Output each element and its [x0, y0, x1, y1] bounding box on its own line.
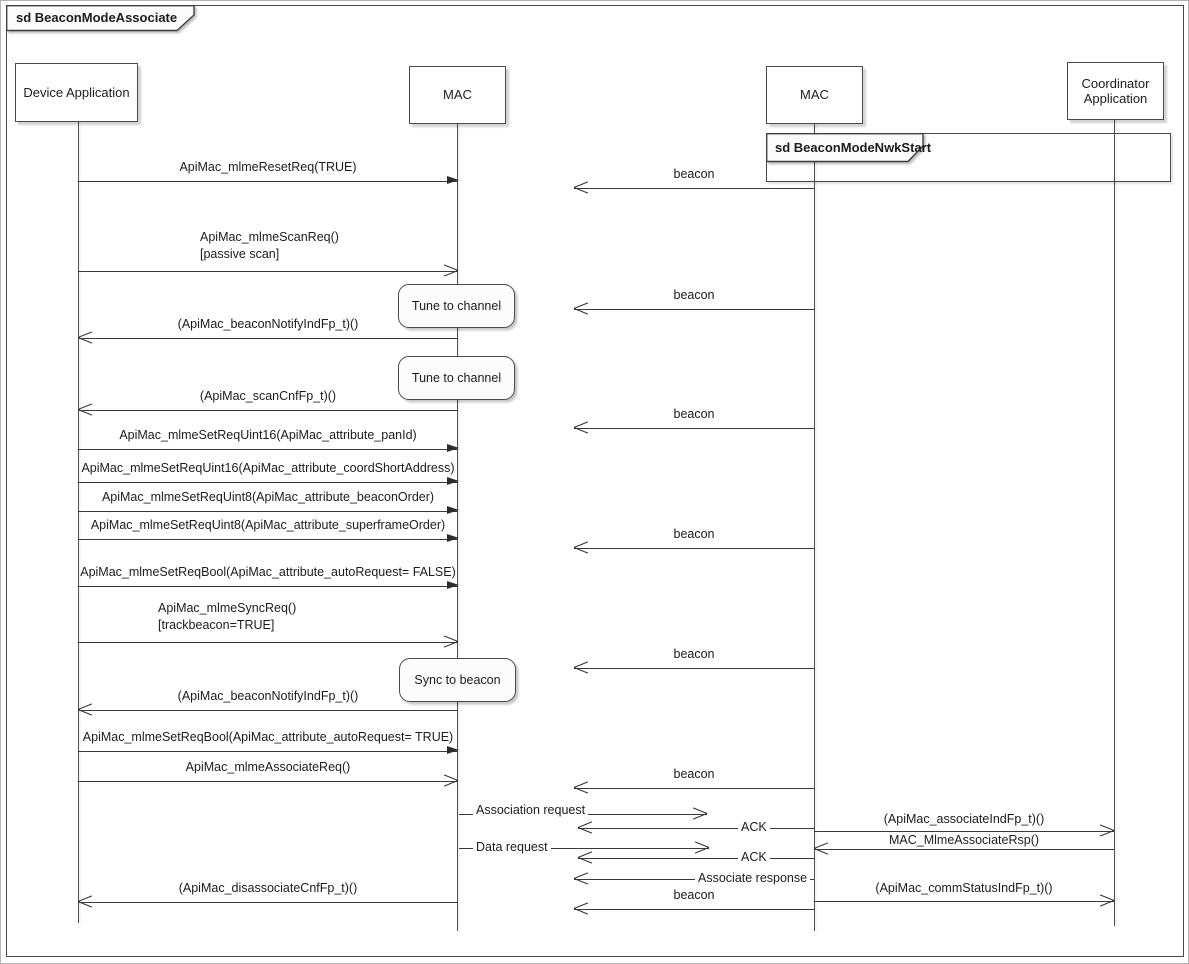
message-label: ApiMac_mlmeSetReqUint16(ApiMac_attribute… — [81, 461, 455, 475]
frame-title-tab — [6, 5, 195, 32]
lifeline-mac-device — [457, 124, 458, 931]
message-line — [78, 181, 458, 182]
message-guard: [trackbeacon=TRUE] — [158, 618, 275, 632]
diagram-title: sd BeaconModeAssociate — [16, 10, 178, 25]
lifeline-name: Coordinator Application — [1081, 76, 1150, 106]
arrowhead — [447, 581, 459, 589]
message-line — [574, 309, 814, 310]
diagram-frame — [6, 5, 1184, 957]
message-line — [574, 188, 814, 189]
message-label: beacon — [673, 888, 715, 902]
message-label: beacon — [673, 647, 715, 661]
message-label: (ApiMac_scanCnfFp_t)() — [199, 389, 337, 403]
message-line — [78, 511, 458, 512]
message-label: ApiMac_mlmeSyncReq() [trackbeacon=TRUE] — [158, 600, 296, 634]
message-line — [78, 710, 458, 711]
note-text: Tune to channel — [411, 371, 502, 385]
arrowhead — [447, 534, 459, 542]
lifeline-name: MAC — [443, 87, 472, 102]
message-line — [814, 831, 1114, 832]
arrowhead — [447, 477, 459, 485]
message-label: (ApiMac_associateIndFp_t)() — [883, 812, 1045, 826]
arrowhead — [447, 506, 459, 514]
message-line — [78, 271, 458, 272]
lifeline-head-mac-device: MAC — [409, 66, 506, 124]
message-line — [574, 879, 814, 880]
message-line — [78, 539, 458, 540]
note-tune-to-channel-2: Tune to channel — [398, 356, 515, 400]
lifeline-head-device-application: Device Application — [15, 63, 138, 122]
message-label: ApiMac_mlmeSetReqUint8(ApiMac_attribute_… — [90, 518, 446, 532]
message-label: ApiMac_mlmeSetReqUint8(ApiMac_attribute_… — [101, 490, 435, 504]
lifeline-name: MAC — [800, 87, 829, 102]
message-line — [78, 781, 458, 782]
message-label: beacon — [673, 767, 715, 781]
note-text: Tune to channel — [411, 299, 502, 313]
message-label: ApiMac_mlmeScanReq() [passive scan] — [200, 229, 339, 263]
message-label: (ApiMac_commStatusIndFp_t)() — [875, 881, 1053, 895]
message-line — [78, 449, 458, 450]
message-line — [574, 428, 814, 429]
message-label: ApiMac_mlmeAssociateReq() — [185, 760, 351, 774]
message-line — [459, 848, 709, 849]
message-label: ACK — [738, 820, 770, 835]
message-label: Associate response — [695, 871, 811, 886]
lifeline-name: Device Application — [23, 84, 130, 100]
message-label: beacon — [673, 167, 715, 181]
lifeline-head-coordinator-application: Coordinator Application — [1067, 62, 1164, 120]
lifeline-mac-coordinator — [814, 124, 815, 931]
message-label: Data request — [473, 840, 551, 855]
message-line — [78, 642, 458, 643]
message-line — [814, 849, 1114, 850]
message-line — [78, 482, 458, 483]
note-text: Sync to beacon — [414, 673, 501, 687]
nested-frame-title-tab — [766, 133, 924, 163]
message-line — [574, 909, 814, 910]
lifeline-head-mac-coordinator: MAC — [766, 66, 863, 124]
message-label: ApiMac_mlmeSetReqUint16(ApiMac_attribute… — [119, 428, 417, 442]
message-label: ACK — [738, 850, 770, 865]
message-label-line1: ApiMac_mlmeSyncReq() — [158, 601, 297, 615]
message-label: (ApiMac_beaconNotifyIndFp_t)() — [177, 317, 359, 331]
message-label-line1: ApiMac_mlmeScanReq() — [200, 230, 339, 244]
message-label: ApiMac_mlmeSetReqBool(ApiMac_attribute_a… — [80, 565, 456, 579]
message-label: ApiMac_mlmeSetReqBool(ApiMac_attribute_a… — [82, 730, 454, 744]
message-line — [574, 668, 814, 669]
message-line — [578, 858, 814, 859]
message-label: beacon — [673, 407, 715, 421]
message-line — [78, 902, 458, 903]
message-label: ApiMac_mlmeResetReq(TRUE) — [179, 160, 357, 174]
message-label: MAC_MlmeAssociateRsp() — [888, 833, 1040, 847]
lifeline-coordinator-application — [1114, 120, 1115, 926]
message-label: Association request — [473, 803, 589, 818]
message-line — [78, 410, 458, 411]
arrowhead — [447, 746, 459, 754]
message-line — [574, 548, 814, 549]
message-line — [78, 338, 458, 339]
message-line — [578, 828, 814, 829]
message-guard: [passive scan] — [200, 247, 280, 261]
note-tune-to-channel-1: Tune to channel — [398, 284, 515, 328]
message-label: (ApiMac_disassociateCnfFp_t)() — [178, 881, 358, 895]
message-line — [78, 586, 458, 587]
arrowhead — [447, 444, 459, 452]
message-line — [574, 788, 814, 789]
arrowhead — [447, 176, 459, 184]
message-line — [814, 901, 1114, 902]
message-line — [78, 751, 458, 752]
message-label: beacon — [673, 527, 715, 541]
message-label: (ApiMac_beaconNotifyIndFp_t)() — [177, 689, 359, 703]
message-label: beacon — [673, 288, 715, 302]
nested-frame-title: sd BeaconModeNwkStart — [775, 140, 932, 155]
lifeline-device-application — [78, 122, 79, 923]
note-sync-to-beacon: Sync to beacon — [399, 658, 516, 702]
